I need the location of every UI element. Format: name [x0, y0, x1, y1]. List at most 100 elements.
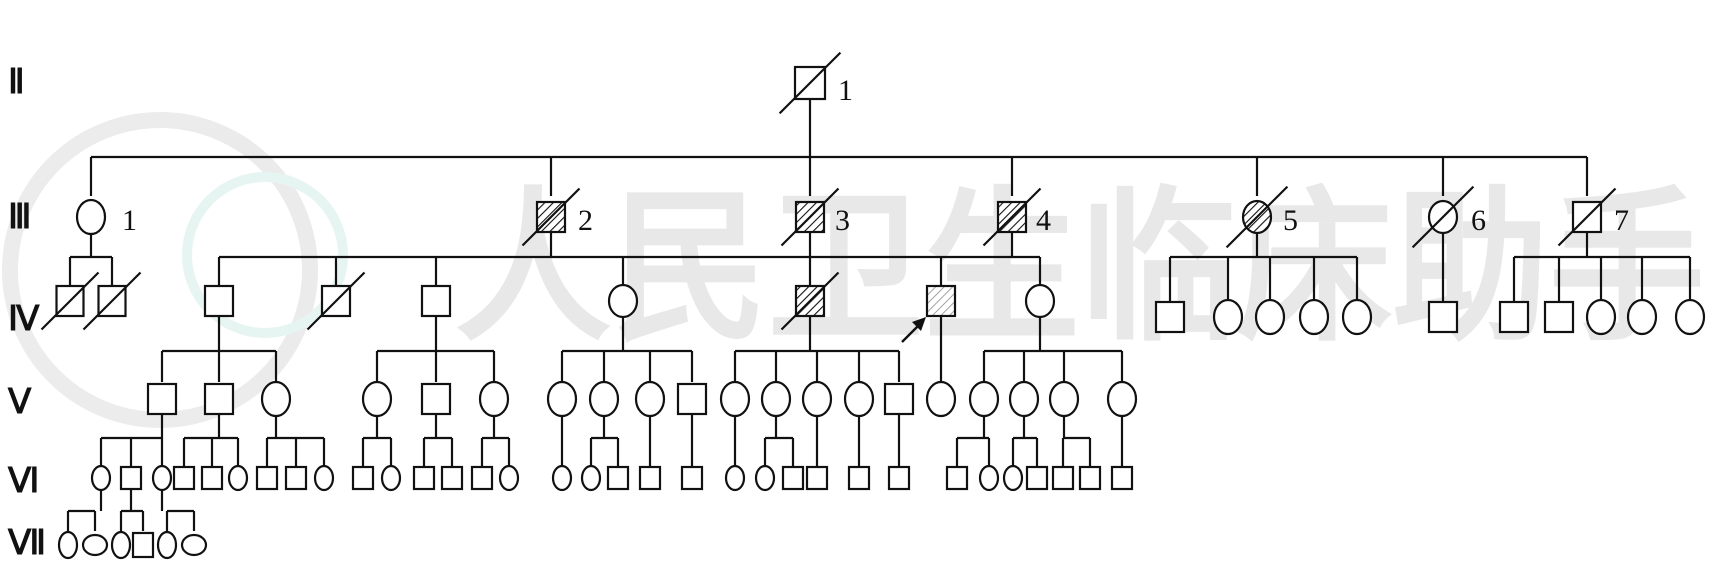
deceased-slash: [306, 271, 366, 331]
female-individual: [1212, 298, 1244, 336]
male-individual: [606, 465, 630, 491]
male-individual: [82, 271, 142, 331]
male-individual: [255, 465, 279, 491]
female-individual: [110, 530, 132, 560]
male-individual: [982, 187, 1042, 247]
male-individual: [1427, 300, 1459, 334]
male-symbol: [200, 465, 224, 491]
female-individual: [1002, 464, 1024, 492]
male-individual: [1557, 187, 1617, 247]
male-symbol: [925, 284, 957, 318]
male-individual: [680, 465, 704, 491]
female-individual: [1411, 185, 1475, 249]
male-symbol: [284, 465, 308, 491]
female-individual: [754, 464, 776, 492]
individual-number-iii-1: 1: [122, 204, 137, 237]
female-symbol: [180, 533, 208, 557]
female-individual: [719, 380, 751, 418]
male-individual: [119, 465, 143, 491]
male-symbol: [351, 465, 375, 491]
generation-labels: Ⅱ Ⅲ Ⅳ Ⅴ Ⅵ Ⅶ: [7, 64, 46, 562]
male-individual: [200, 465, 224, 491]
male-individual: [351, 465, 375, 491]
female-symbol: [81, 533, 109, 557]
male-symbol: [1498, 300, 1530, 334]
female-individual: [313, 464, 335, 492]
female-symbol: [227, 464, 249, 492]
proband-arrow: [901, 317, 926, 343]
deceased-slash: [1557, 187, 1617, 247]
male-individual: [780, 271, 840, 331]
male-symbol: [883, 382, 915, 416]
male-individual: [203, 382, 235, 416]
watermark-inner-ring: [182, 172, 348, 338]
male-symbol: [676, 382, 708, 416]
female-individual: [607, 283, 639, 319]
male-symbol: [203, 284, 235, 318]
female-individual: [151, 464, 173, 492]
female-symbol: [361, 380, 393, 418]
female-symbol: [607, 283, 639, 319]
female-symbol: [1002, 464, 1024, 492]
male-symbol: [781, 465, 805, 491]
generation-iii-label: Ⅲ: [8, 199, 31, 236]
female-symbol: [1024, 283, 1056, 319]
female-individual: [180, 533, 208, 557]
female-individual: [1626, 298, 1658, 336]
generation-vii-label: Ⅶ: [7, 525, 46, 562]
female-symbol: [498, 464, 520, 492]
female-individual: [724, 464, 746, 492]
individual-number-iii-4: 4: [1036, 204, 1051, 237]
female-individual: [551, 464, 573, 492]
female-individual: [546, 380, 578, 418]
female-individual: [1674, 298, 1706, 336]
female-symbol: [580, 464, 602, 492]
male-individual: [676, 382, 708, 416]
deceased-slash: [521, 187, 581, 247]
female-individual: [478, 380, 510, 418]
generation-iv-label: Ⅳ: [8, 301, 40, 338]
female-individual: [227, 464, 249, 492]
female-symbol: [925, 380, 957, 418]
female-symbol: [719, 380, 751, 418]
deceased-slash: [82, 271, 142, 331]
female-symbol: [156, 530, 178, 560]
male-individual: [40, 271, 100, 331]
female-symbol: [551, 464, 573, 492]
male-individual: [420, 284, 452, 318]
female-individual: [1008, 380, 1040, 418]
female-symbol: [588, 380, 620, 418]
male-individual: [925, 284, 957, 318]
female-symbol: [1048, 380, 1080, 418]
female-individual: [1048, 380, 1080, 418]
watermark: 人民卫生临床助手: [2, 112, 1705, 428]
female-symbol: [1585, 298, 1617, 336]
female-symbol: [1008, 380, 1040, 418]
generation-v-label: Ⅴ: [7, 384, 32, 421]
male-individual: [638, 465, 662, 491]
male-symbol: [172, 465, 196, 491]
male-symbol: [420, 382, 452, 416]
deceased-slash: [40, 271, 100, 331]
male-individual: [778, 51, 842, 115]
pedigree-lines: [66, 99, 1692, 531]
male-symbol: [131, 531, 155, 559]
male-symbol: [1025, 465, 1049, 491]
female-individual: [634, 380, 666, 418]
female-individual: [843, 380, 875, 418]
female-symbol: [634, 380, 666, 418]
female-symbol: [546, 380, 578, 418]
male-individual: [470, 465, 494, 491]
female-individual: [580, 464, 602, 492]
female-individual: [57, 530, 79, 560]
male-individual: [1543, 300, 1575, 334]
female-individual: [380, 464, 402, 492]
male-individual: [1051, 465, 1075, 491]
male-symbol: [1427, 300, 1459, 334]
female-symbol: [1106, 380, 1138, 418]
male-individual: [1110, 465, 1134, 491]
female-symbol: [843, 380, 875, 418]
female-symbol: [478, 380, 510, 418]
individual-number-iii-6: 6: [1471, 204, 1486, 237]
female-individual: [1024, 283, 1056, 319]
